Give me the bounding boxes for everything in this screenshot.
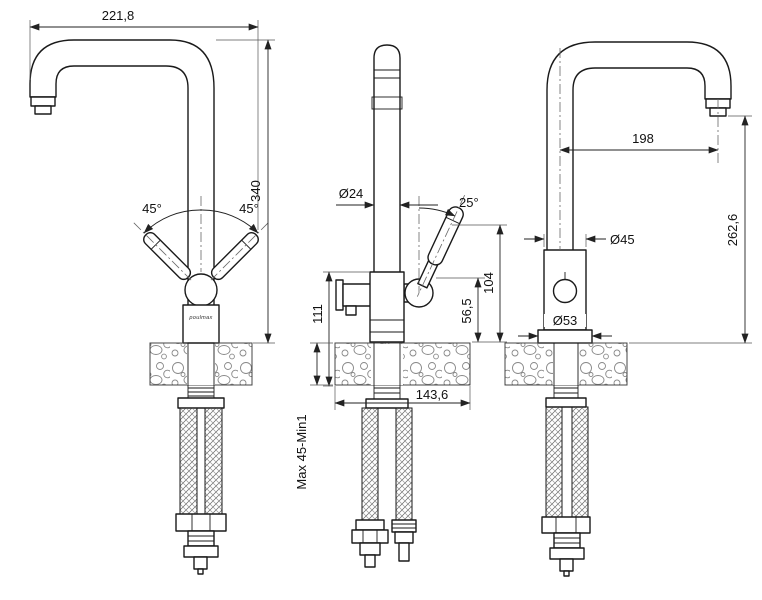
side-handle-lever [416,194,466,297]
side-spout-cap [335,279,344,311]
front-countertop [149,342,253,399]
front-mounting-hardware [175,397,227,575]
side-body-height-dimension: 111 [310,271,370,387]
side-hose-fitting-left [351,519,389,568]
front-mounting-bracket [177,397,225,409]
side-body [335,271,434,343]
back-body-diameter-label: Ø45 [610,232,635,247]
side-depth-label: 143,6 [416,387,449,402]
front-angle-left-label: 45° [142,201,162,216]
brand-label: poulmax [188,315,212,321]
front-right-handle [210,222,269,281]
back-base-diameter-dimension: Ø53 [518,313,612,340]
side-angle-annotation: 25° [418,195,479,293]
side-side-outlet [342,283,372,307]
side-spout-pipe [371,44,403,272]
side-outlet-front [371,96,403,110]
back-hose-right [571,406,589,518]
side-depth-dimension: 143,6 [334,386,471,410]
side-hose-left [361,407,379,521]
front-width-label: 221,8 [102,8,135,23]
back-mounting-hardware [541,397,591,577]
front-view: poulmax [29,8,275,575]
side-pipe-diameter-label: Ø24 [339,186,364,201]
side-pipe-diameter-dimension: Ø24 [336,186,438,209]
side-outlet-stub [345,305,357,316]
front-aerator-collar [30,96,56,107]
front-angle-right-label: 45° [239,201,259,216]
front-width-dimension: 221,8 [29,8,259,230]
back-mounting-bracket [545,397,587,408]
side-mounting-bracket [365,398,409,409]
back-spout [546,41,732,255]
back-base-diameter-label: Ø53 [553,313,578,328]
side-handle-height-label: 104 [481,272,496,294]
front-aerator-tip [34,105,52,115]
front-hose-left [179,407,198,515]
front-angle-annotation: 45° 45° [142,196,259,272]
back-view: 198 262,6 Ø45 Ø53 [504,41,752,577]
front-body: poulmax [182,304,220,344]
side-handle-height-dimension: 104 [452,224,507,343]
side-mounting-thickness-dimension: Max 45-Min1 [294,342,333,490]
back-hose-left [545,406,563,518]
back-base-flange [537,329,593,344]
side-view: 25° Ø24 [294,44,507,568]
side-body-height-label: 111 [310,304,325,324]
back-body-diameter-dimension: Ø45 [524,232,635,247]
side-angle-label: 25° [459,195,479,210]
back-body [537,249,593,344]
side-outlet-height-dimension: 56,5 [436,277,485,343]
side-hose-fitting-right [391,519,417,562]
side-countertop [334,342,471,399]
front-height-dimension: 340 [216,39,275,344]
front-hose-fitting [175,513,227,575]
side-mounting-hardware [351,398,417,568]
back-height-label: 262,6 [725,214,740,247]
back-temperature-dial [552,278,578,304]
back-countertop [504,342,628,398]
back-reach-label: 198 [632,131,654,146]
side-outlet-height-label: 56,5 [459,298,474,323]
front-left-handle [133,222,192,281]
back-reach-dimension: 198 [559,131,719,154]
side-hose-right [395,407,413,521]
front-hose-right [204,407,223,515]
back-height-dimension: 262,6 [629,115,752,344]
front-height-label: 340 [248,180,263,202]
side-mounting-thickness-label: Max 45-Min1 [294,414,309,489]
back-hose-fitting [541,516,591,577]
